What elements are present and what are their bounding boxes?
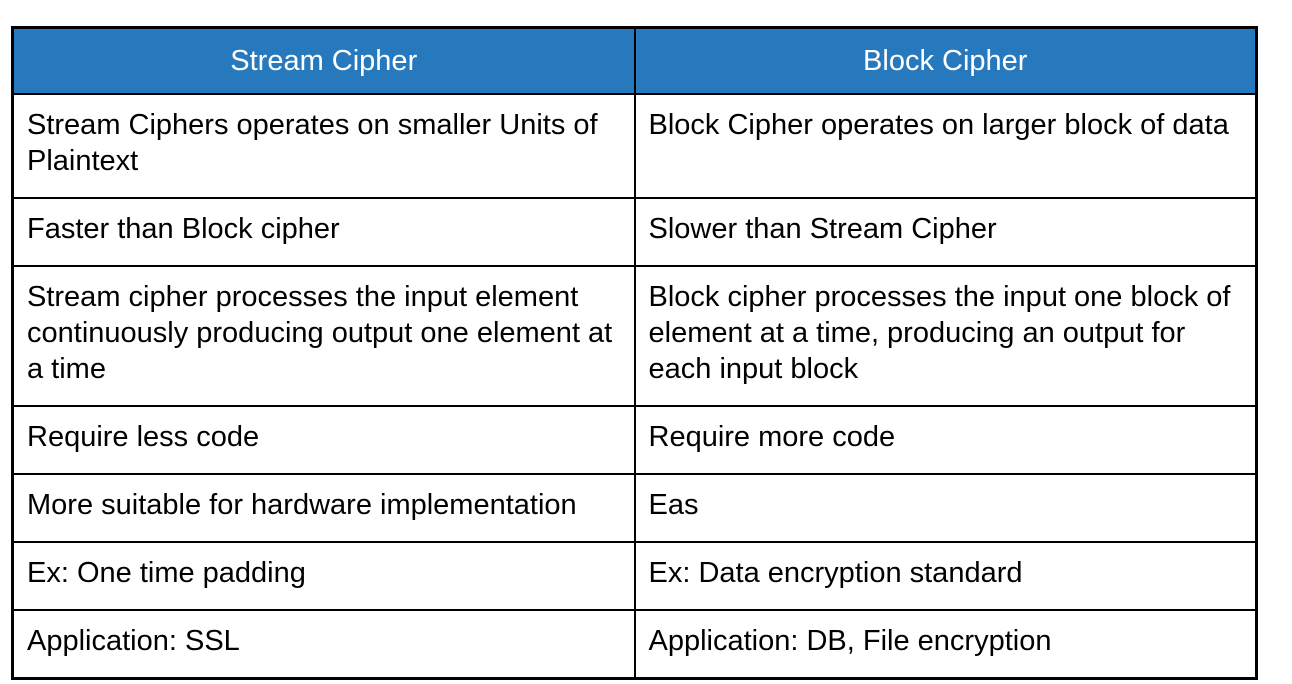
cipher-comparison-table: Stream Cipher Block Cipher Stream Cipher…: [11, 26, 1258, 680]
cipher-comparison-table-container: Stream Cipher Block Cipher Stream Cipher…: [11, 26, 1258, 680]
block-cipher-cell: Slower than Stream Cipher: [633, 197, 1258, 267]
block-cipher-cell: Block Cipher operates on larger block of…: [633, 93, 1258, 199]
header-row: Stream Cipher Block Cipher: [11, 26, 1258, 95]
table-row: Faster than Block cipher Slower than Str…: [11, 197, 1258, 267]
table-row: Require less code Require more code: [11, 405, 1258, 475]
stream-cipher-cell: Stream Ciphers operates on smaller Units…: [11, 93, 636, 199]
block-cipher-cell: Ex: Data encryption standard: [633, 541, 1258, 611]
stream-cipher-cell: Application: SSL: [11, 609, 636, 680]
table-row: Stream cipher processes the input elemen…: [11, 265, 1258, 407]
table-row: Stream Ciphers operates on smaller Units…: [11, 93, 1258, 199]
block-cipher-cell: Block cipher processes the input one blo…: [633, 265, 1258, 407]
stream-cipher-cell: Stream cipher processes the input elemen…: [11, 265, 636, 407]
column-header-block-cipher: Block Cipher: [633, 26, 1258, 95]
column-header-stream-cipher: Stream Cipher: [11, 26, 636, 95]
table-row: Ex: One time padding Ex: Data encryption…: [11, 541, 1258, 611]
block-cipher-cell: Eas: [633, 473, 1258, 543]
stream-cipher-cell: Ex: One time padding: [11, 541, 636, 611]
block-cipher-cell: Require more code: [633, 405, 1258, 475]
table-row: Application: SSL Application: DB, File e…: [11, 609, 1258, 680]
table-row: More suitable for hardware implementatio…: [11, 473, 1258, 543]
block-cipher-cell: Application: DB, File encryption: [633, 609, 1258, 680]
stream-cipher-cell: More suitable for hardware implementatio…: [11, 473, 636, 543]
stream-cipher-cell: Require less code: [11, 405, 636, 475]
stream-cipher-cell: Faster than Block cipher: [11, 197, 636, 267]
